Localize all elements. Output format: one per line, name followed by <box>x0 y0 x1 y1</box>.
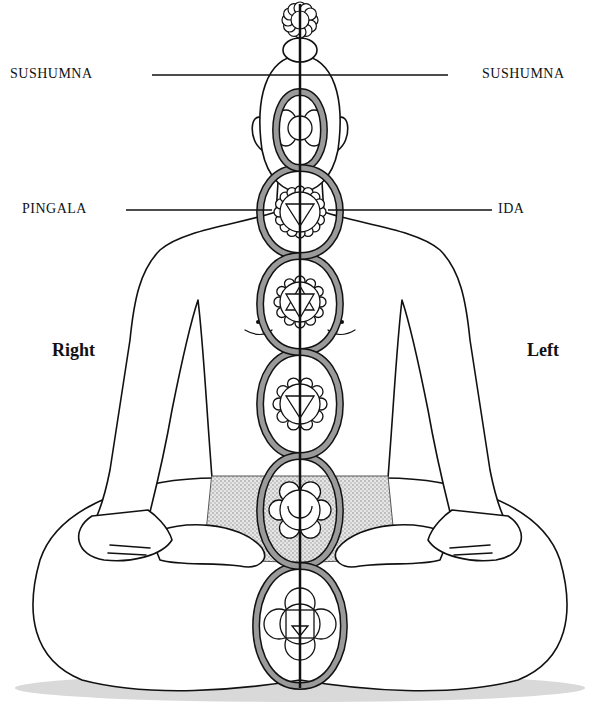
channel-label: SUSHUMNA <box>10 66 93 82</box>
leader-lines <box>126 209 272 210</box>
channel-label: PINGALA <box>22 201 87 217</box>
sushumna-line <box>300 4 301 688</box>
nadi-channel <box>260 92 344 686</box>
figure-outline <box>428 510 521 561</box>
figure-outline <box>79 510 172 561</box>
leader-lines <box>328 209 492 210</box>
nadi-outline <box>260 92 344 686</box>
side-label: Right <box>52 340 95 361</box>
channel-label: SUSHUMNA <box>482 66 565 82</box>
leader-lines <box>152 74 448 75</box>
leader-lines <box>126 75 492 210</box>
sushumna-line <box>299 4 302 688</box>
side-label: Left <box>527 340 559 361</box>
channel-label: IDA <box>498 201 524 217</box>
